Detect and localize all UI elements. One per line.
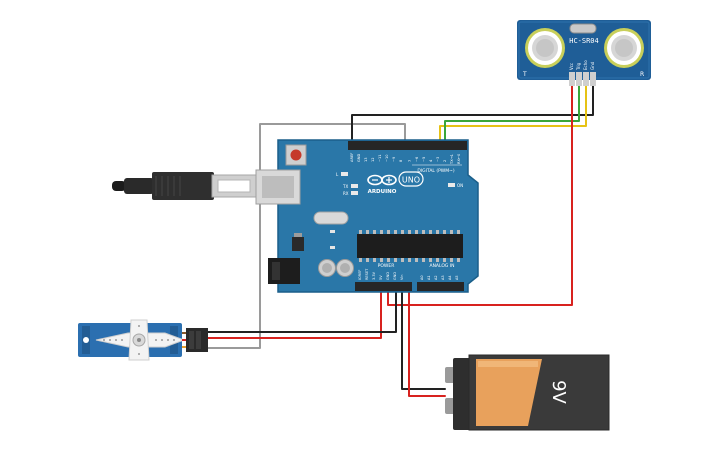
brand-label: ARDUINO: [368, 189, 397, 195]
model-label: UNO: [402, 176, 420, 185]
power-jack[interactable]: [268, 258, 300, 284]
wires: [206, 83, 594, 397]
battery-voltage-label: 9V: [548, 380, 569, 404]
pin-label-4: 4: [429, 159, 433, 162]
sensor-corner-t: T: [522, 71, 527, 78]
wire-gray[interactable]: [206, 123, 406, 349]
wire-black-battery[interactable]: [401, 284, 446, 390]
sensor-pin-labels: Vcc Trig Echo Gnd: [569, 60, 595, 71]
pin-label-9: ~9: [392, 156, 396, 162]
usb-cable[interactable]: [112, 172, 257, 200]
transducer-right: [604, 28, 644, 68]
pin-label-5: ~5: [422, 157, 426, 162]
crystal: [569, 23, 597, 34]
sensor-pin-gnd: Gnd: [590, 61, 595, 70]
led-rx: RX: [343, 191, 358, 196]
pin-label-13: 13: [364, 157, 368, 162]
arduino-logo-icon: [367, 174, 397, 186]
pin-label-gnd: GND: [357, 154, 361, 162]
led-l: L: [336, 172, 348, 177]
led-l-label: L: [336, 172, 339, 177]
wire-red-servo[interactable]: [206, 284, 382, 339]
arduino-uno[interactable]: AREF GND 13 12 ~11 ~10 ~9 8 7 ~6 ~5 4 ~3…: [255, 139, 479, 293]
digital-pin-labels: AREF GND 13 12 ~11 ~10 ~9 8 7 ~6 ~5 4 ~3…: [350, 153, 461, 165]
pin-label-vin: Vin: [400, 274, 404, 280]
pin-label-12: 12: [371, 157, 375, 162]
sensor-corner-r: R: [640, 71, 644, 78]
battery-label-area: [476, 359, 542, 426]
led-on: ON: [448, 183, 463, 188]
pin-label-11: ~11: [378, 154, 382, 162]
pin-label-a5: A5: [455, 275, 459, 280]
power-header[interactable]: [355, 282, 412, 291]
pin-label-3v3: 3.3V: [372, 271, 376, 280]
led-rx-label: RX: [343, 191, 349, 196]
pin-label-3: ~3: [436, 157, 440, 162]
wire-yellow-echo[interactable]: [439, 83, 587, 144]
crystal-oscillator: [313, 211, 349, 225]
analog-label: ANALOG IN: [429, 263, 454, 269]
ultrasonic-sensor[interactable]: HC-SR04 T R Vcc Trig Echo Gnd: [517, 20, 651, 86]
pin-label-8: 8: [399, 159, 403, 162]
pin-label-6: ~6: [415, 156, 419, 162]
pin-label-2: 2: [443, 160, 447, 162]
pin-label-a4: A4: [448, 275, 452, 280]
wire-red-battery[interactable]: [408, 284, 446, 397]
pin-label-a3: A3: [441, 275, 445, 280]
pin-label-gnd2: GND: [393, 272, 397, 280]
pin-label-a0: A0: [420, 275, 424, 280]
power-pin-labels: IOREF RESET 3.3V 5V GND GND Vin: [358, 268, 404, 280]
battery-clip[interactable]: [453, 358, 471, 430]
sensor-model-label: HC-SR04: [569, 37, 599, 45]
pin-label-a2: A2: [434, 275, 438, 280]
pin-label-reset: RESET: [365, 268, 369, 280]
transducer-left: [525, 28, 565, 68]
led-tx-label: TX: [342, 184, 348, 189]
pin-label-7: 7: [408, 160, 412, 162]
led-tx: TX: [342, 184, 358, 189]
sensor-pin-echo: Echo: [583, 60, 588, 70]
pin-label-aref: AREF: [350, 153, 354, 162]
microcontroller-chip: [357, 230, 463, 262]
reset-button[interactable]: [285, 144, 307, 166]
power-label: POWER: [378, 263, 395, 269]
sensor-pin-trig: Trig: [576, 62, 581, 71]
capacitors: [318, 259, 354, 277]
pin-label-10: ~10: [385, 154, 389, 162]
pin-label-gnd1: GND: [386, 272, 390, 280]
servo-connector[interactable]: [182, 328, 208, 352]
digital-header[interactable]: [348, 141, 467, 150]
wire-black-servo[interactable]: [206, 284, 397, 333]
led-on-label: ON: [457, 183, 463, 188]
servo-motor[interactable]: [78, 319, 208, 361]
sensor-pin-vcc: Vcc: [569, 63, 574, 70]
battery-9v[interactable]: 9V: [445, 354, 610, 431]
analog-pin-labels: A0 A1 A2 A3 A4 A5: [420, 275, 459, 280]
pin-label-rx0: RX←0: [457, 153, 461, 164]
sensor-pin-header[interactable]: [569, 72, 596, 86]
pin-label-a1: A1: [427, 275, 431, 280]
uno-badge: UNO: [398, 171, 424, 187]
regulator: [292, 237, 304, 251]
servo-mount-hole-left: [83, 337, 89, 343]
analog-header[interactable]: [417, 282, 464, 291]
pin-label-ioref: IOREF: [358, 270, 362, 280]
pin-label-5v: 5V: [379, 275, 383, 280]
pin-label-tx1: TX→1: [450, 154, 454, 165]
wire-red-sensor-vcc[interactable]: [387, 83, 573, 306]
wire-green-trig[interactable]: [444, 83, 580, 144]
digital-label: DIGITAL (PWM~): [417, 168, 455, 174]
wire-black-sensor-gnd[interactable]: [351, 83, 594, 144]
